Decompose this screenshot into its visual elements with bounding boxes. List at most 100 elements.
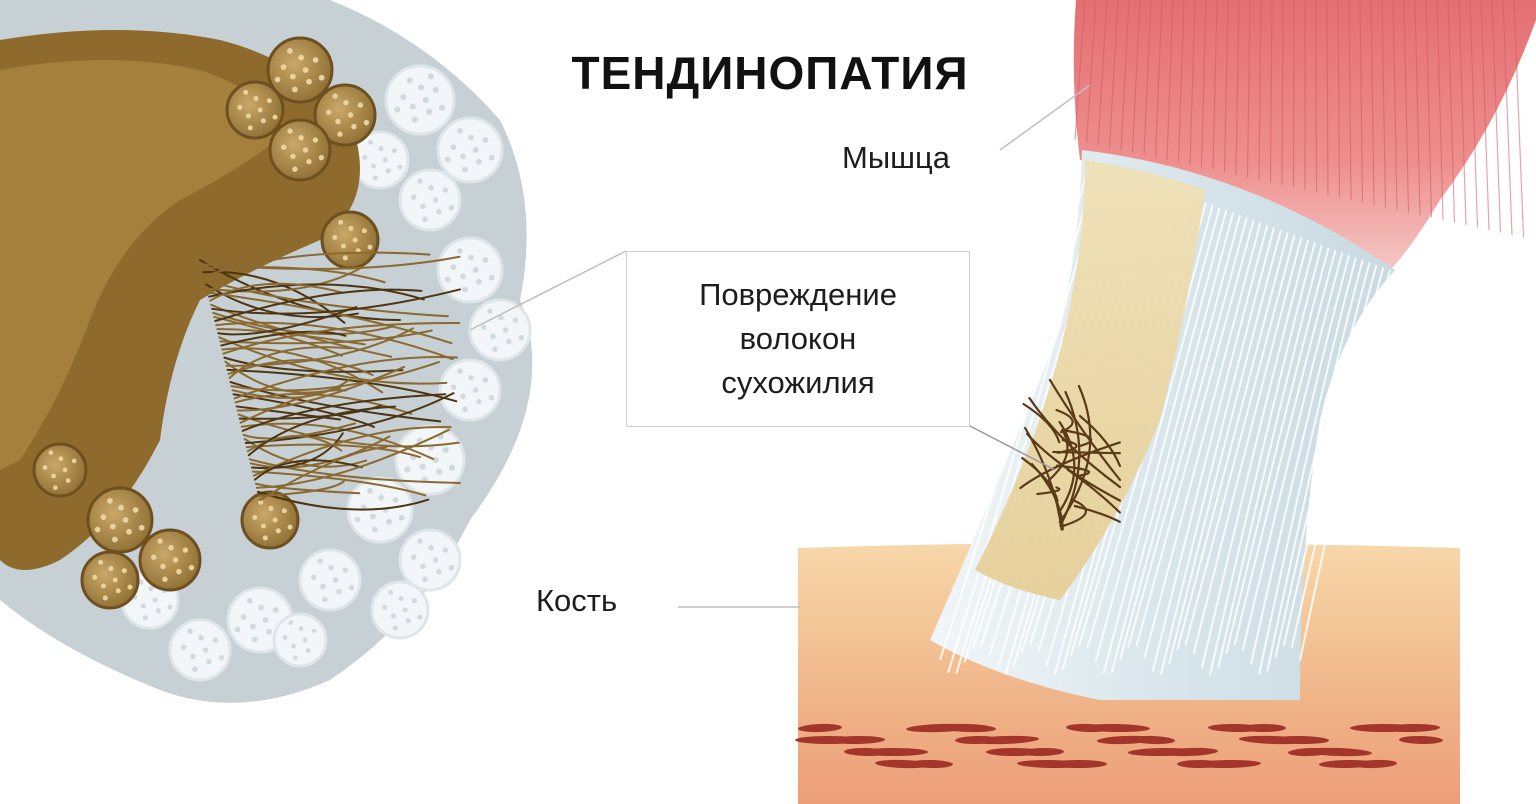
frayed-fiber: [219, 329, 433, 345]
torn-fiber: [1073, 504, 1121, 523]
tendon-fiber: [1151, 224, 1269, 672]
muscle-striation: [1348, 0, 1352, 201]
tendon-fiber: [1143, 222, 1262, 659]
muscle-striation: [1392, 0, 1398, 211]
marrow-spot: [1239, 735, 1307, 745]
damage-leader-line-right: [967, 424, 1056, 471]
frayed-fiber: [218, 336, 448, 385]
frayed-fiber: [251, 470, 427, 497]
tendon-fiber: [1290, 267, 1385, 648]
tendon-fiber: [1135, 219, 1255, 647]
tendon-fiber: [1192, 237, 1303, 655]
frayed-fiber: [236, 365, 406, 412]
torn-fiber: [1021, 456, 1059, 503]
marrow-spot: [875, 759, 931, 769]
frayed-fiber: [199, 259, 401, 321]
frayed-fiber: [256, 490, 430, 511]
page-title: ТЕНДИНОПАТИЯ: [571, 47, 969, 99]
muscle-striation: [1212, 0, 1218, 171]
marrow-spot: [1017, 759, 1085, 769]
torn-tendon-fibers: [1019, 378, 1122, 531]
white-fascicle: [468, 298, 532, 362]
muscle-striation: [1074, 0, 1086, 141]
damaged-fascicles: [32, 36, 380, 610]
muscle-striation: [1337, 0, 1341, 198]
frayed-fiber: [203, 251, 431, 278]
muscle-striation: [1425, 0, 1433, 218]
marrow-spot: [844, 747, 888, 757]
muscle-striation: [1281, 0, 1284, 186]
tendon-fiber: [1274, 262, 1371, 658]
muscle-striation: [1469, 0, 1479, 228]
brown-fascicle: [32, 442, 88, 498]
frayed-fiber: [252, 425, 452, 477]
muscle-striation: [1447, 0, 1456, 223]
marrow-spot: [1288, 747, 1332, 757]
muscle-striation: [1223, 0, 1229, 173]
brown-fascicle: [86, 486, 154, 554]
muscle-striation: [1414, 0, 1421, 216]
muscle-striation: [1315, 0, 1318, 193]
tendon-fiber: [1233, 249, 1337, 646]
muscle-striation: [1502, 0, 1513, 236]
frayed-fiber: [222, 321, 461, 355]
torn-fiber: [1067, 468, 1121, 514]
muscle-striation: [1131, 0, 1141, 153]
marrow-spot: [1066, 723, 1110, 733]
frayed-fiber: [201, 265, 386, 284]
frayed-fiber: [206, 265, 364, 293]
frayed-fiber: [254, 482, 361, 495]
frayed-fiber: [239, 389, 348, 424]
marrow-spot: [955, 735, 999, 745]
marrow-spot: [1350, 724, 1418, 732]
brown-fascicle: [225, 80, 285, 140]
fiber-bundle-group: [0, 0, 627, 703]
torn-fiber: [1052, 450, 1122, 455]
marrow-spot: [906, 723, 974, 733]
tendon-fiber: [1168, 229, 1282, 665]
frayed-fiber: [255, 428, 450, 489]
torn-fiber: [1036, 486, 1061, 496]
white-fascicle: [298, 548, 362, 612]
white-fascicle: [370, 580, 430, 640]
torn-fiber: [1022, 402, 1061, 444]
tendon-fiber: [1159, 227, 1276, 675]
frayed-fiber: [207, 291, 453, 345]
muscle-striation: [1246, 0, 1251, 178]
frayed-fiber: [257, 480, 345, 497]
white-fascicle: [384, 64, 456, 136]
torn-fiber: [1061, 428, 1093, 448]
muscle-striation: [1359, 0, 1364, 203]
muscle-striation: [1085, 0, 1097, 143]
tendon-fiber: [1200, 239, 1310, 669]
marrow-spot: [1097, 735, 1153, 745]
tendon-fiber: [1209, 242, 1316, 676]
white-fascicle: [168, 618, 232, 682]
muscle-striation: [1436, 0, 1444, 221]
muscle-striation: [1480, 0, 1490, 231]
frayed-fiber: [211, 288, 461, 315]
muscle-striation: [1166, 0, 1174, 161]
frayed-fiber: [208, 283, 425, 301]
frayed-fiber: [209, 282, 344, 302]
brown-fascicle: [240, 490, 300, 550]
tendon-fiber: [1282, 264, 1378, 647]
white-fascicle: [350, 130, 410, 190]
muscle-striation: [1269, 0, 1273, 183]
frayed-fiber: [233, 356, 458, 400]
frayed-fiber: [214, 288, 423, 323]
marrow-spot: [1177, 760, 1221, 768]
tendon-fiber: [1094, 207, 1221, 663]
marrow-spot: [795, 736, 863, 744]
frayed-fiber: [220, 330, 347, 347]
frayed-fiber: [215, 321, 454, 361]
torn-fiber: [1030, 462, 1064, 531]
frayed-fiber: [204, 279, 449, 318]
brown-fascicle: [320, 210, 380, 270]
tendon-fiber: [1176, 232, 1289, 651]
muscle-striation: [1458, 0, 1467, 226]
muscle-striation: [1370, 0, 1375, 206]
muscle-striation: [1292, 0, 1295, 188]
brown-fascicle: [138, 528, 202, 592]
